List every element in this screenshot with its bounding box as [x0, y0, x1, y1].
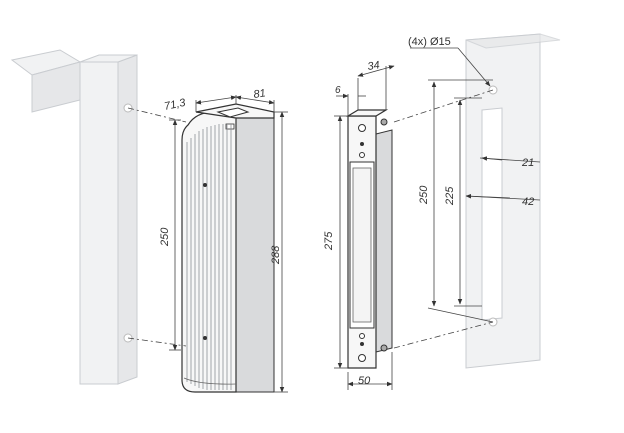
- lock-hole-spacing-label: 250: [159, 227, 171, 247]
- keep-height-label: 275: [323, 231, 335, 251]
- lock-height-label: 288: [270, 245, 282, 265]
- keep-dimension-lines: [334, 65, 395, 390]
- post-holes-label: (4x) Ø15: [408, 36, 451, 48]
- post-cutout-height-label: 225: [444, 186, 456, 206]
- keep-width-label: 50: [358, 375, 371, 387]
- post-hole-spacing-label: 250: [418, 185, 430, 205]
- lock-depth-label: 71,3: [163, 97, 187, 113]
- post-cutout-offset-label: 21: [521, 157, 534, 169]
- post-cutout-width-label: 42: [522, 196, 534, 208]
- keep-depth-label: 34: [367, 59, 381, 73]
- lock-width-label: 81: [253, 87, 267, 101]
- keep-plate: [345, 109, 393, 369]
- post-ghost: [465, 33, 561, 369]
- gate-frame-ghost: [10, 49, 138, 385]
- lock-body: [181, 103, 275, 393]
- keep-offset-label: 6: [335, 85, 341, 96]
- post-dimension-lines: [393, 47, 541, 349]
- lock-dimension-lines: [127, 95, 288, 393]
